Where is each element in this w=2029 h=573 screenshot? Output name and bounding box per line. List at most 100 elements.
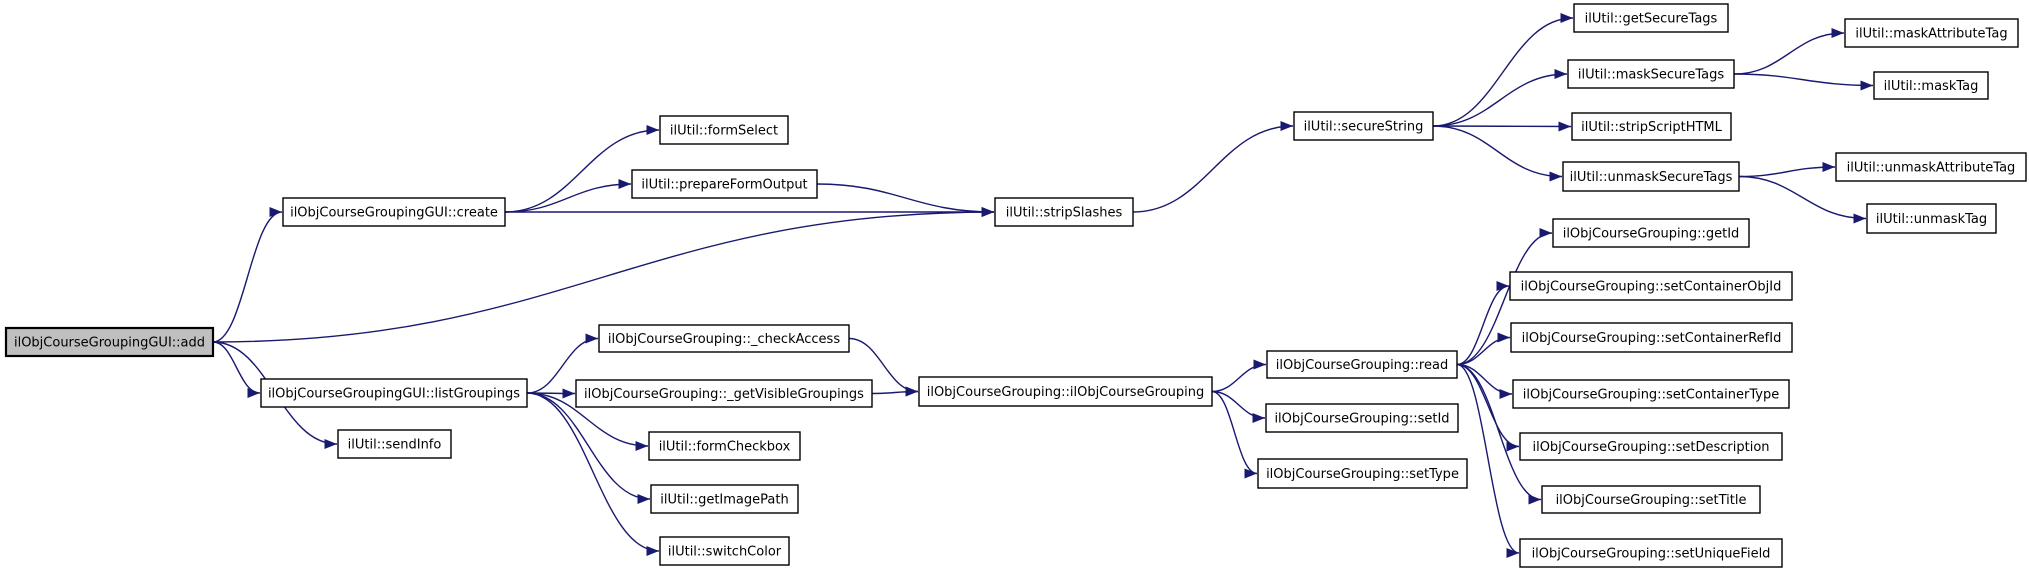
node-getImagePath[interactable]: ilUtil::getImagePath	[650, 484, 799, 514]
node-maskAttributeTag[interactable]: ilUtil::maskAttributeTag	[1844, 18, 2019, 48]
node-box-getVisibleGroupings[interactable]	[575, 379, 873, 408]
edge-prepareFormOutput-stripSlashes	[816, 183, 995, 217]
node-box-setDescription[interactable]	[1519, 432, 1783, 461]
edge-ctor-setId	[1211, 390, 1266, 423]
edge-read-getId	[1456, 228, 1553, 366]
node-setId[interactable]: ilObjCourseGrouping::setId	[1265, 403, 1459, 433]
node-box-getSecureTags[interactable]	[1573, 3, 1729, 33]
node-setContainerType[interactable]: ilObjCourseGrouping::setContainerType	[1512, 379, 1790, 409]
node-box-maskTag[interactable]	[1873, 71, 1989, 100]
node-prepareFormOutput[interactable]: ilUtil::prepareFormOutput	[631, 169, 818, 199]
node-secureString[interactable]: ilUtil::secureString	[1293, 111, 1434, 141]
node-unmaskSecureTags[interactable]: ilUtil::unmaskSecureTags	[1562, 161, 1740, 192]
node-label-formSelect: ilUtil::formSelect	[670, 124, 778, 139]
node-read[interactable]: ilObjCourseGrouping::read	[1266, 350, 1458, 379]
node-box-setContainerObjId[interactable]	[1509, 271, 1793, 301]
edge-listGroupings-getImagePath	[526, 392, 651, 504]
node-box-setType[interactable]	[1257, 458, 1468, 489]
node-ctor[interactable]: ilObjCourseGrouping::ilObjCourseGrouping	[918, 376, 1213, 407]
node-box-switchColor[interactable]	[659, 536, 790, 566]
node-getSecureTags[interactable]: ilUtil::getSecureTags	[1573, 3, 1729, 33]
node-formSelect[interactable]: ilUtil::formSelect	[659, 115, 789, 145]
node-box-formCheckbox[interactable]	[648, 431, 801, 461]
edge-listGroupings-switchColor	[526, 392, 660, 556]
edge-maskSecureTags-maskAttributeTag	[1733, 28, 1845, 75]
node-box-checkAccess[interactable]	[598, 324, 850, 353]
node-box-maskSecureTags[interactable]	[1567, 59, 1735, 89]
node-label-getImagePath: ilUtil::getImagePath	[660, 493, 788, 508]
node-label-secureString: ilUtil::secureString	[1304, 120, 1424, 135]
edge-getVisibleGroupings-ctor	[871, 386, 919, 397]
edge-read-setUniqueField	[1456, 363, 1520, 558]
node-label-prepareFormOutput: ilUtil::prepareFormOutput	[641, 178, 807, 193]
node-label-setType: ilObjCourseGrouping::setType	[1266, 467, 1459, 482]
edge-read-setContainerRefId	[1456, 332, 1511, 366]
node-box-create[interactable]	[282, 197, 506, 227]
node-unmaskTag[interactable]: ilUtil::unmaskTag	[1866, 203, 1997, 234]
edge-read-setContainerObjId	[1456, 281, 1510, 366]
node-setContainerRefId[interactable]: ilObjCourseGrouping::setContainerRefId	[1510, 322, 1793, 353]
edge-add-create	[212, 207, 283, 343]
node-box-setContainerRefId[interactable]	[1510, 322, 1793, 353]
node-setContainerObjId[interactable]: ilObjCourseGrouping::setContainerObjId	[1509, 271, 1793, 301]
node-box-setTitle[interactable]	[1541, 485, 1761, 514]
node-label-maskTag: ilUtil::maskTag	[1884, 79, 1979, 94]
edge-ctor-setType	[1211, 390, 1258, 479]
edge-listGroupings-formCheckbox	[526, 392, 649, 451]
node-create[interactable]: ilObjCourseGroupingGUI::create	[282, 197, 506, 227]
node-maskSecureTags[interactable]: ilUtil::maskSecureTags	[1567, 59, 1735, 89]
node-unmaskAttributeTag[interactable]: ilUtil::unmaskAttributeTag	[1835, 152, 2027, 182]
node-box-unmaskTag[interactable]	[1866, 203, 1997, 234]
node-add[interactable]: ilObjCourseGroupingGUI::add	[4, 326, 215, 358]
node-label-setTitle: ilObjCourseGrouping::setTitle	[1556, 493, 1747, 508]
node-box-read[interactable]	[1266, 350, 1458, 379]
node-setType[interactable]: ilObjCourseGrouping::setType	[1257, 458, 1468, 489]
node-label-setId: ilObjCourseGrouping::setId	[1274, 412, 1449, 427]
node-setUniqueField[interactable]: ilObjCourseGrouping::setUniqueField	[1519, 538, 1783, 568]
node-box-maskAttributeTag[interactable]	[1844, 18, 2019, 48]
node-box-sendInfo[interactable]	[337, 429, 452, 459]
node-getId[interactable]: ilObjCourseGrouping::getId	[1552, 218, 1750, 248]
edge-read-setDescription	[1456, 363, 1520, 452]
node-sendInfo[interactable]: ilUtil::sendInfo	[337, 429, 452, 459]
edge-secureString-maskSecureTags	[1432, 69, 1568, 127]
node-checkAccess[interactable]: ilObjCourseGrouping::_checkAccess	[598, 324, 850, 353]
node-maskTag[interactable]: ilUtil::maskTag	[1873, 71, 1989, 100]
node-box-stripScriptHTML[interactable]	[1571, 112, 1732, 141]
node-formCheckbox[interactable]: ilUtil::formCheckbox	[648, 431, 801, 461]
node-getVisibleGroupings[interactable]: ilObjCourseGrouping::_getVisibleGrouping…	[575, 379, 873, 408]
edge-unmaskSecureTags-unmaskTag	[1738, 175, 1867, 224]
node-box-stripSlashes[interactable]	[994, 197, 1134, 227]
node-box-listGroupings[interactable]	[260, 378, 528, 408]
node-label-setDescription: ilObjCourseGrouping::setDescription	[1532, 440, 1769, 455]
node-setDescription[interactable]: ilObjCourseGrouping::setDescription	[1519, 432, 1783, 461]
node-box-unmaskSecureTags[interactable]	[1562, 161, 1740, 192]
edge-ctor-read	[1211, 359, 1267, 393]
node-stripScriptHTML[interactable]: ilUtil::stripScriptHTML	[1571, 112, 1732, 141]
node-switchColor[interactable]: ilUtil::switchColor	[659, 536, 790, 566]
node-box-setUniqueField[interactable]	[1519, 538, 1783, 568]
node-label-setContainerRefId: ilObjCourseGrouping::setContainerRefId	[1522, 331, 1782, 346]
node-box-secureString[interactable]	[1293, 111, 1434, 141]
edge-secureString-stripScriptHTML	[1432, 121, 1572, 132]
node-box-getImagePath[interactable]	[650, 484, 799, 514]
node-stripSlashes[interactable]: ilUtil::stripSlashes	[994, 197, 1134, 227]
node-label-sendInfo: ilUtil::sendInfo	[348, 438, 442, 453]
node-box-unmaskAttributeTag[interactable]	[1835, 152, 2027, 182]
node-label-getVisibleGroupings: ilObjCourseGrouping::_getVisibleGrouping…	[584, 387, 864, 402]
node-box-setContainerType[interactable]	[1512, 379, 1790, 409]
node-label-setUniqueField: ilObjCourseGrouping::setUniqueField	[1532, 547, 1771, 562]
node-box-ctor[interactable]	[918, 376, 1213, 407]
node-listGroupings[interactable]: ilObjCourseGroupingGUI::listGroupings	[260, 378, 528, 408]
node-label-unmaskSecureTags: ilUtil::unmaskSecureTags	[1570, 170, 1733, 185]
node-label-maskSecureTags: ilUtil::maskSecureTags	[1578, 68, 1724, 83]
node-box-prepareFormOutput[interactable]	[631, 169, 818, 199]
node-box-setId[interactable]	[1265, 403, 1459, 433]
node-setTitle[interactable]: ilObjCourseGrouping::setTitle	[1541, 485, 1761, 514]
node-box-add[interactable]	[4, 326, 215, 358]
node-label-getSecureTags: ilUtil::getSecureTags	[1585, 12, 1718, 27]
node-label-setContainerObjId: ilObjCourseGrouping::setContainerObjId	[1521, 280, 1782, 295]
node-box-getId[interactable]	[1552, 218, 1750, 248]
node-box-formSelect[interactable]	[659, 115, 789, 145]
